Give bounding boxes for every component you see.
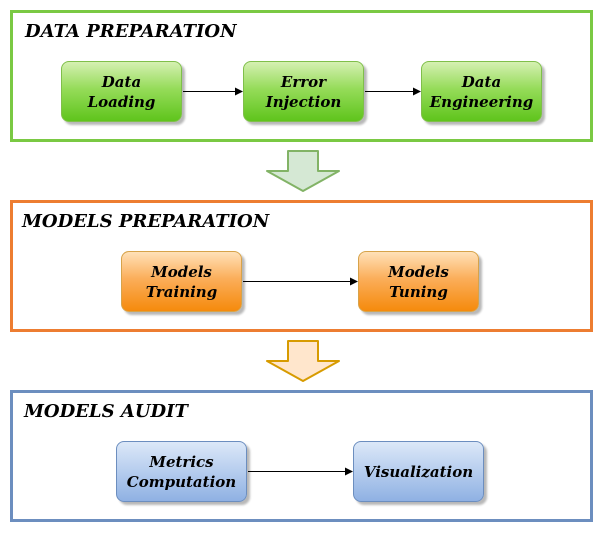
step-label: Metrics Computation	[126, 452, 237, 491]
step-data-loading: Data Loading	[61, 61, 182, 122]
step-models-tuning: Models Tuning	[358, 251, 479, 312]
step-data-engineering: Data Engineering	[421, 61, 542, 122]
step-label: Error Injection	[265, 72, 342, 111]
transition-arrow-down-icon	[266, 150, 340, 192]
transition-arrow-down-icon	[266, 340, 340, 382]
stage-title: MODELS AUDIT	[24, 401, 188, 422]
step-visualization: Visualization	[353, 441, 484, 502]
step-label: Data Engineering	[429, 72, 534, 111]
stage-models-audit: MODELS AUDIT	[10, 390, 593, 522]
step-metrics-computation: Metrics Computation	[116, 441, 247, 502]
step-label: Models Training	[145, 262, 218, 301]
stage-title: DATA PREPARATION	[25, 21, 237, 42]
step-models-training: Models Training	[121, 251, 242, 312]
step-label: Visualization	[363, 462, 474, 481]
step-label: Data Loading	[87, 72, 156, 111]
step-error-injection: Error Injection	[243, 61, 364, 122]
step-label: Models Tuning	[388, 262, 449, 301]
stage-title: MODELS PREPARATION	[22, 211, 270, 232]
stage-models-preparation: MODELS PREPARATION	[10, 200, 593, 332]
